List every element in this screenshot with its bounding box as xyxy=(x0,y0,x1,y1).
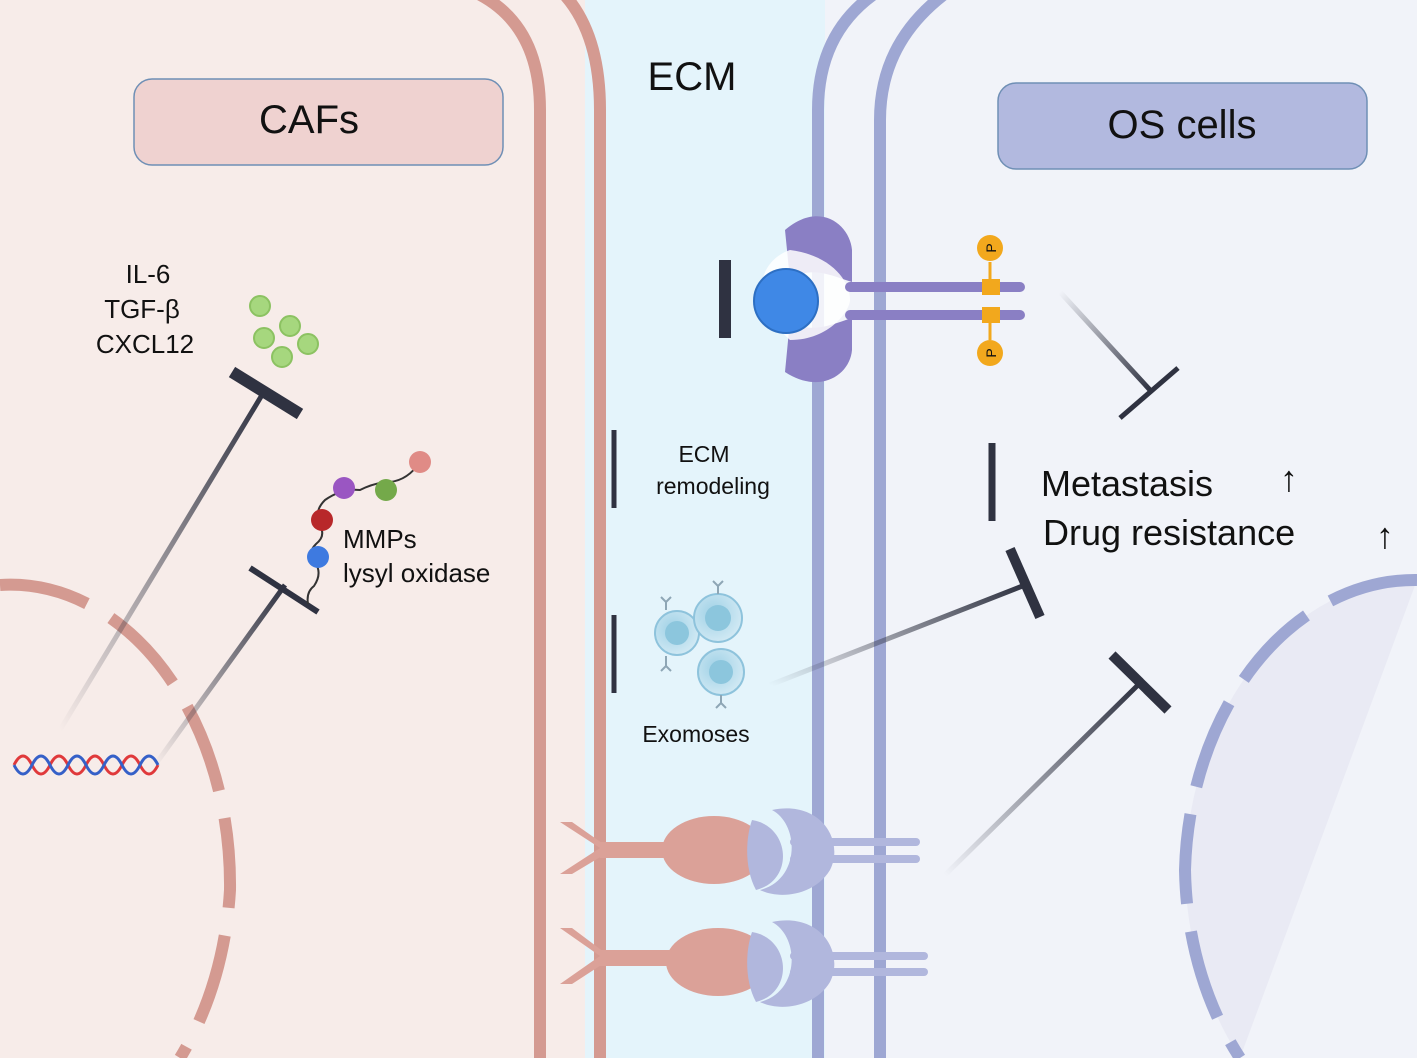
svg-text:P: P xyxy=(983,348,999,357)
caf-title: CAFs xyxy=(259,98,359,142)
caf-inhibit-exosomes xyxy=(450,615,617,693)
cytokine-particles xyxy=(249,295,319,368)
enzyme-mmps: MMPs xyxy=(343,524,417,554)
exosomes-icon xyxy=(654,580,745,709)
adhesion-pair-lower xyxy=(560,920,928,1007)
os-title: OS cells xyxy=(1108,103,1257,147)
cytokine-il6: IL-6 xyxy=(126,259,171,289)
cytokine-tgfb: TGF-β xyxy=(104,294,180,324)
ecm-region-bg xyxy=(585,0,825,1058)
cytokine-cxcl12: CXCL12 xyxy=(96,329,194,359)
enzyme-chain-icon xyxy=(306,451,431,605)
ecm-remodeling-inhibit-metastasis xyxy=(795,443,996,521)
phospho-bottom: P xyxy=(977,340,1003,366)
enzyme-inhibit-ecm-remodeling xyxy=(450,430,617,508)
exosomes-label: Exomoses xyxy=(642,721,749,747)
adhesion-inhibit-drug-resistance xyxy=(943,651,1172,877)
ecm-title: ECM xyxy=(648,55,737,99)
os-title-box: OS cells xyxy=(997,82,1368,170)
dna-inhibit-cytokines xyxy=(57,366,304,732)
os-region-bg xyxy=(825,0,1417,1058)
caf-region-bg xyxy=(0,0,585,1058)
receptor-inhibit-metastasis xyxy=(1058,290,1180,420)
ecm-remodeling-line1: ECM xyxy=(678,441,729,467)
ligand-ball xyxy=(753,268,819,334)
phospho-top: P xyxy=(977,235,1003,261)
caf-title-box: CAFs xyxy=(133,78,504,166)
outcome-drug-resistance: Drug resistance xyxy=(1043,512,1295,553)
adhesion-pair-upper xyxy=(560,808,920,895)
outcome-drug-resistance-arrow: ↑ xyxy=(1376,515,1394,556)
exosomes-inhibit-drug-resistance xyxy=(769,546,1045,688)
cytokine-inhibit-receptor xyxy=(310,260,731,338)
outcome-metastasis-arrow: ↑ xyxy=(1280,458,1298,499)
os-nucleus xyxy=(1178,573,1417,1058)
caf-nucleus xyxy=(0,578,237,1058)
outcome-metastasis: Metastasis xyxy=(1041,463,1213,504)
ecm-remodeling-line2: remodeling xyxy=(656,473,770,499)
svg-text:P: P xyxy=(983,243,999,252)
dna-inhibit-enzymes xyxy=(152,565,320,767)
os-membrane xyxy=(812,0,947,1058)
caf-membrane xyxy=(476,0,606,1058)
dna-icon xyxy=(12,754,160,776)
enzyme-lysyl-oxidase: lysyl oxidase xyxy=(343,558,490,588)
